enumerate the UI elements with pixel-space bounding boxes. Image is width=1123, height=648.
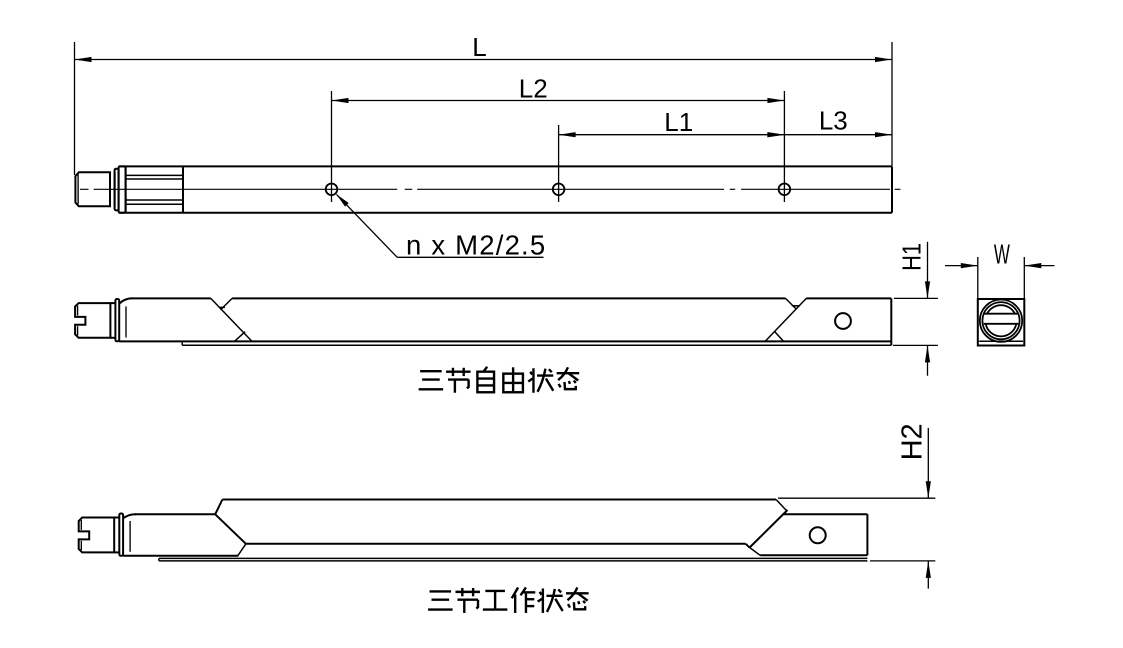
svg-text:L2: L2 — [519, 74, 548, 104]
svg-text:n x M2/2.5: n x M2/2.5 — [406, 229, 546, 260]
svg-text:L: L — [472, 32, 486, 62]
svg-text:H2: H2 — [896, 423, 928, 460]
svg-text:L1: L1 — [664, 107, 693, 137]
svg-text:L3: L3 — [819, 106, 848, 136]
svg-text:H1: H1 — [897, 243, 927, 271]
svg-text:W: W — [994, 239, 1010, 270]
